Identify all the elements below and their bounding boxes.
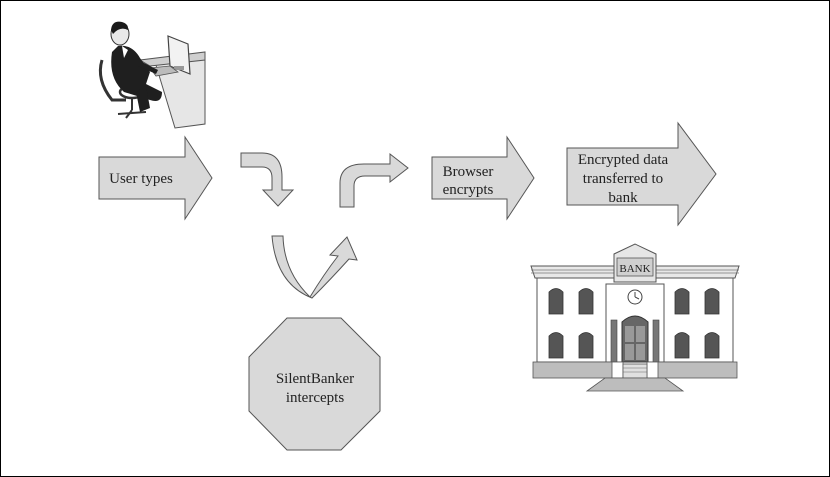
- step-user-types-label: User types: [109, 171, 173, 187]
- silentbanker-label-line2: intercepts: [286, 390, 344, 406]
- step-browser-encrypts-label-line1: Browser: [443, 164, 494, 180]
- step-browser-encrypts-label-line2: encrypts: [443, 182, 494, 198]
- curved-down-arrow: [240, 152, 295, 207]
- interception-u-turn-arrow: [271, 235, 358, 299]
- curved-right-arrow: [339, 152, 409, 208]
- step-encrypted-data-label-line1: Encrypted data: [578, 152, 669, 168]
- step-user-types-arrow: User types: [98, 135, 213, 221]
- step-browser-encrypts-arrow: Browser encrypts: [431, 135, 535, 221]
- silentbanker-label-line1: SilentBanker: [276, 371, 354, 387]
- step-encrypted-data-label-line3: bank: [608, 190, 638, 206]
- bank-building-illustration: BANK: [530, 243, 740, 392]
- silentbanker-octagon: SilentBanker intercepts: [248, 317, 381, 451]
- step-encrypted-data-label-line2: transferred to: [583, 171, 663, 187]
- step-encrypted-data-arrow: Encrypted data transferred to bank: [566, 121, 717, 227]
- user-at-computer-illustration: [98, 21, 206, 129]
- bank-sign: BANK: [619, 263, 650, 275]
